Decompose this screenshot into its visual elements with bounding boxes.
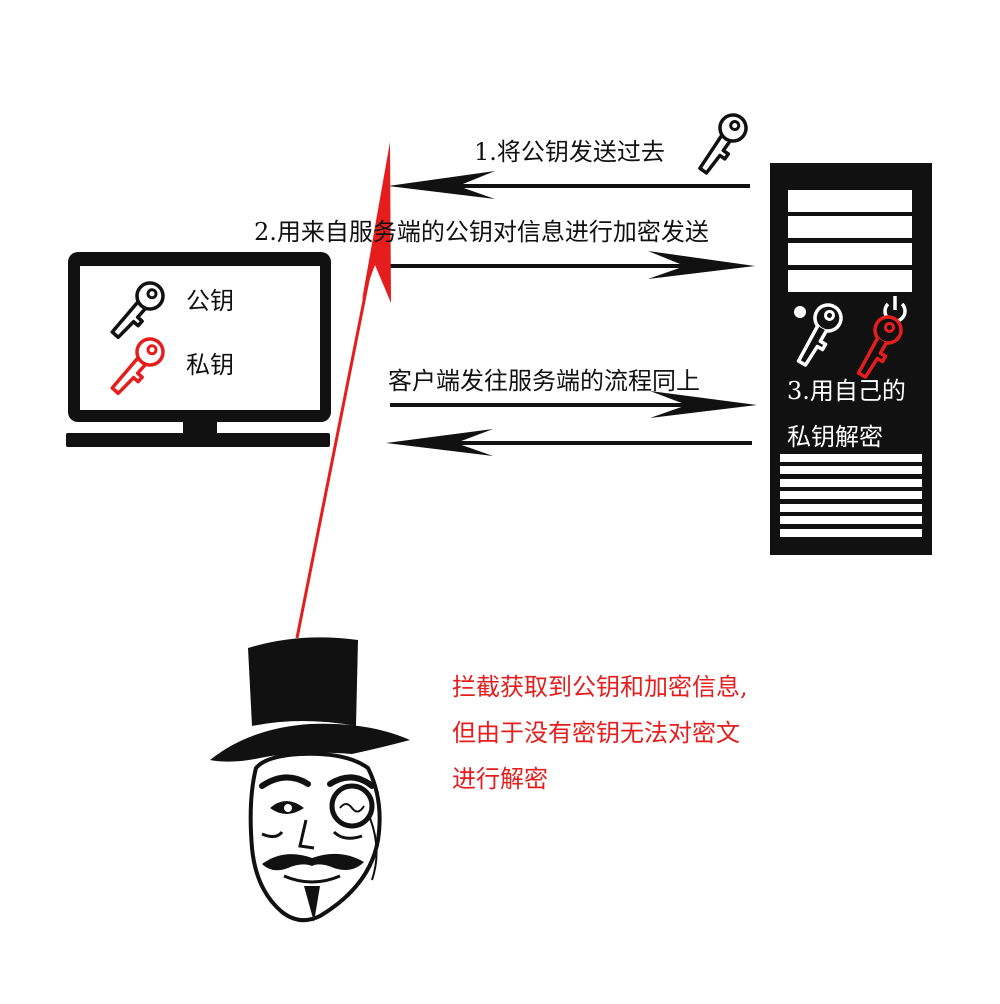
arrow-step2 <box>388 251 755 279</box>
attacker-note-line2: 但由于没有密钥无法对密文 <box>452 719 740 747</box>
server-icon <box>770 163 932 555</box>
arrow-step1 <box>388 171 750 199</box>
step3-label-line2: 私钥解密 <box>787 423 883 451</box>
hacker-icon <box>210 637 410 923</box>
private-key-label: 私钥 <box>186 351 234 379</box>
arrow-client-to-server <box>390 391 757 418</box>
attacker-note-line3: 进行解密 <box>452 765 548 793</box>
interception-arrow <box>295 142 391 639</box>
client-to-server-label: 客户端发往服务端的流程同上 <box>388 367 700 395</box>
attacker-note-line1: 拦截获取到公钥和加密信息, <box>452 673 748 701</box>
attacker-note: 拦截获取到公钥和加密信息, 但由于没有密钥无法对密文 进行解密 <box>452 664 812 802</box>
arrow-server-to-client <box>386 429 752 456</box>
sent-public-key-icon <box>690 108 753 180</box>
step3-label-line1: 3.用自己的 <box>787 377 906 405</box>
public-key-label: 公钥 <box>186 287 234 315</box>
step1-label: 1.将公钥发送过去 <box>474 138 665 166</box>
step2-label: 2.用来自服务端的公钥对信息进行加密发送 <box>254 218 709 246</box>
